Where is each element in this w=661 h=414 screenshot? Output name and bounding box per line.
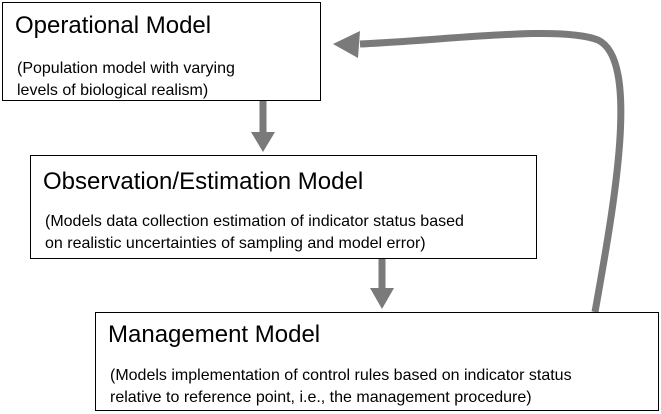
operational-model-desc-line-1: (Population model with varying (17, 60, 235, 77)
observation-model-desc-line-1: (Models data collection estimation of in… (45, 213, 464, 230)
arrow-observation-to-management (370, 259, 394, 309)
operational-model-title: Operational Model (15, 12, 212, 39)
operational-model-description: (Population model with varying levels of… (17, 58, 235, 102)
observation-estimation-model-description: (Models data collection estimation of in… (45, 211, 464, 255)
management-model-description: (Models implementation of control rules … (110, 365, 572, 409)
observation-model-desc-line-2: on realistic uncertainties of sampling a… (45, 235, 426, 252)
arrow-feedback-loop (333, 29, 625, 313)
operational-model-desc-line-2: levels of biological realism) (17, 82, 209, 99)
observation-estimation-model-title: Observation/Estimation Model (43, 168, 364, 195)
management-model-box: Management Model (Models implementation … (95, 312, 659, 411)
management-model-desc-line-2: relative to reference point, i.e., the m… (110, 389, 532, 406)
observation-estimation-model-box: Observation/Estimation Model (Models dat… (30, 155, 537, 259)
arrow-operational-to-observation (251, 101, 275, 152)
management-model-desc-line-1: (Models implementation of control rules … (110, 367, 572, 384)
management-model-title: Management Model (108, 321, 321, 348)
operational-model-box: Operational Model (Population model with… (2, 2, 321, 101)
